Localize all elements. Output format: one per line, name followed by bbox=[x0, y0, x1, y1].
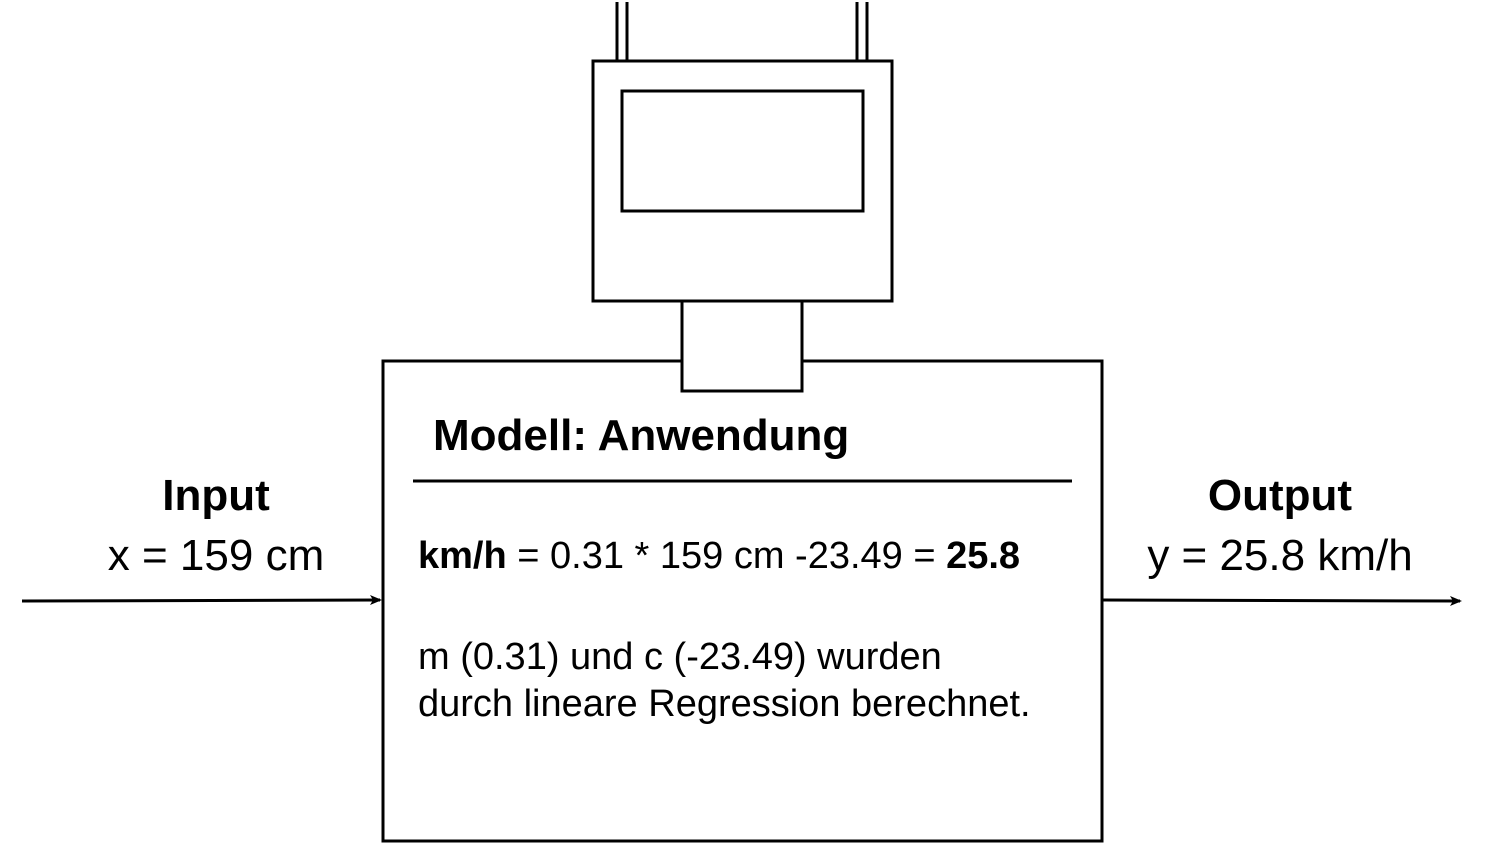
model-box bbox=[381, 359, 1104, 843]
model-formula: km/h = 0.31 * 159 cm -23.49 = 25.8 bbox=[418, 533, 1020, 579]
model-note-line-1: m (0.31) und c (-23.49) wurden bbox=[418, 636, 942, 678]
device-screen bbox=[620, 89, 865, 213]
model-title: Modell: Anwendung bbox=[433, 411, 850, 460]
model-note: m (0.31) und c (-23.49) wurden durch lin… bbox=[418, 634, 1031, 728]
formula-expression: = 0.31 * 159 cm -23.49 = bbox=[506, 535, 947, 577]
device-connector bbox=[680, 299, 804, 393]
input-arrow bbox=[21, 595, 382, 606]
output-value: y = 25.8 km/h bbox=[1147, 531, 1413, 580]
formula-unit: km/h bbox=[418, 535, 507, 577]
formula-result: 25.8 bbox=[946, 535, 1021, 577]
output-arrow bbox=[1102, 595, 1462, 606]
output-title: Output bbox=[1207, 471, 1353, 520]
model-note-line-2: durch lineare Regression berechnet. bbox=[418, 683, 1031, 725]
device-cable bbox=[615, 2, 869, 61]
input-title: Input bbox=[162, 471, 270, 520]
input-value: x = 159 cm bbox=[107, 531, 325, 580]
